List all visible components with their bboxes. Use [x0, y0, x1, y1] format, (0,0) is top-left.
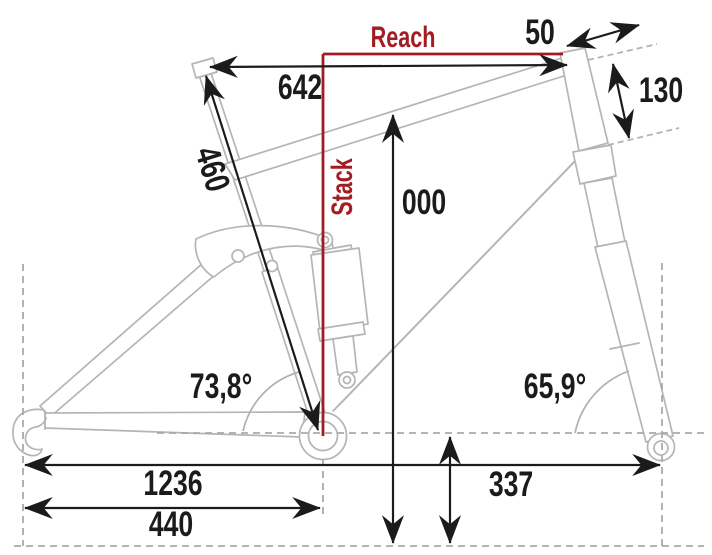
frame-height-value: 000 — [402, 182, 446, 221]
top-tube-value: 642 — [278, 67, 322, 106]
wheelbase-value: 1236 — [143, 463, 202, 502]
top-tube — [224, 57, 568, 181]
reach-label: Reach — [371, 19, 436, 53]
dimension-arrows — [24, 22, 661, 544]
fork-stanchion — [583, 177, 626, 249]
reach-stack-reference: Reach Stack — [321, 19, 563, 436]
fork-joint-line — [609, 342, 640, 350]
head-tube-value: 130 — [639, 70, 683, 109]
head-tube — [559, 47, 609, 152]
seat-tube-dim-line — [203, 75, 321, 431]
svg-text:65,9°: 65,9° — [524, 366, 586, 405]
shock-eyelet-hole — [342, 375, 352, 385]
shock-shaft — [332, 335, 358, 376]
svg-text:Stack: Stack — [324, 158, 358, 216]
stem-value: 50 — [525, 12, 555, 51]
svg-text:642: 642 — [278, 67, 322, 106]
svg-text:73,8°: 73,8° — [190, 366, 252, 405]
bb-height-value: 337 — [489, 464, 533, 503]
top-tube-dim-line — [209, 54, 568, 78]
svg-text:440: 440 — [149, 504, 193, 543]
rocker-pivot-left — [231, 249, 245, 263]
head-angle-value: 65,9° — [524, 366, 586, 405]
head-angle-arc — [574, 370, 630, 434]
svg-text:000: 000 — [402, 182, 446, 221]
rear-dropout — [12, 408, 47, 457]
svg-text:Reach: Reach — [371, 19, 436, 53]
svg-text:130: 130 — [639, 70, 683, 109]
seat-angle-value: 73,8° — [190, 366, 252, 405]
dimension-labels: 642 460 50 130 000 337 1236 440 73,8° 65… — [143, 12, 683, 543]
stem-dim-line — [566, 22, 640, 49]
head-tube-bottom-guide — [607, 127, 680, 146]
svg-text:1236: 1236 — [143, 463, 202, 502]
fork-crown — [572, 144, 617, 185]
fork-lower-leg — [594, 240, 674, 443]
chainstay-value: 440 — [149, 504, 193, 543]
front-axle — [653, 440, 669, 456]
guide-lines — [14, 43, 706, 547]
stack-label: Stack — [324, 158, 358, 216]
shock-body — [310, 247, 369, 333]
svg-text:50: 50 — [525, 12, 555, 51]
head-tube-top-guide — [587, 43, 658, 61]
svg-text:337: 337 — [489, 464, 533, 503]
head-tube-dim-line — [608, 63, 634, 139]
